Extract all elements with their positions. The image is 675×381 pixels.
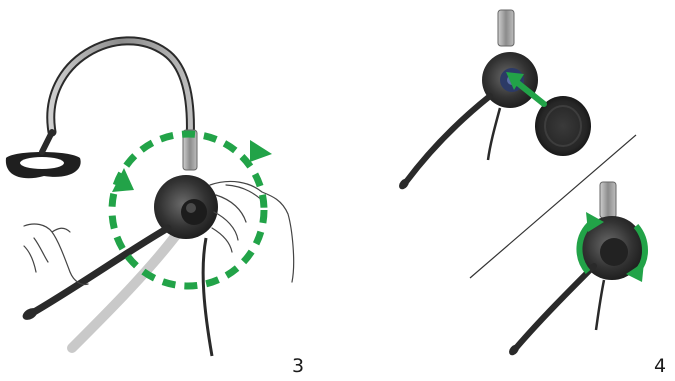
cable: [203, 238, 212, 356]
step-number-4: 4: [654, 357, 666, 376]
step-number-3: 3: [292, 357, 304, 376]
step-4-cushion-removal: [397, 10, 591, 191]
step-4-cushion-rotate: [507, 182, 645, 357]
hand-right: [210, 181, 294, 282]
boom-arm-ghost: [72, 230, 180, 348]
hand-left: [24, 224, 88, 285]
step-3-illustration: [6, 41, 294, 356]
rotation-arrowhead-right: [250, 140, 272, 162]
